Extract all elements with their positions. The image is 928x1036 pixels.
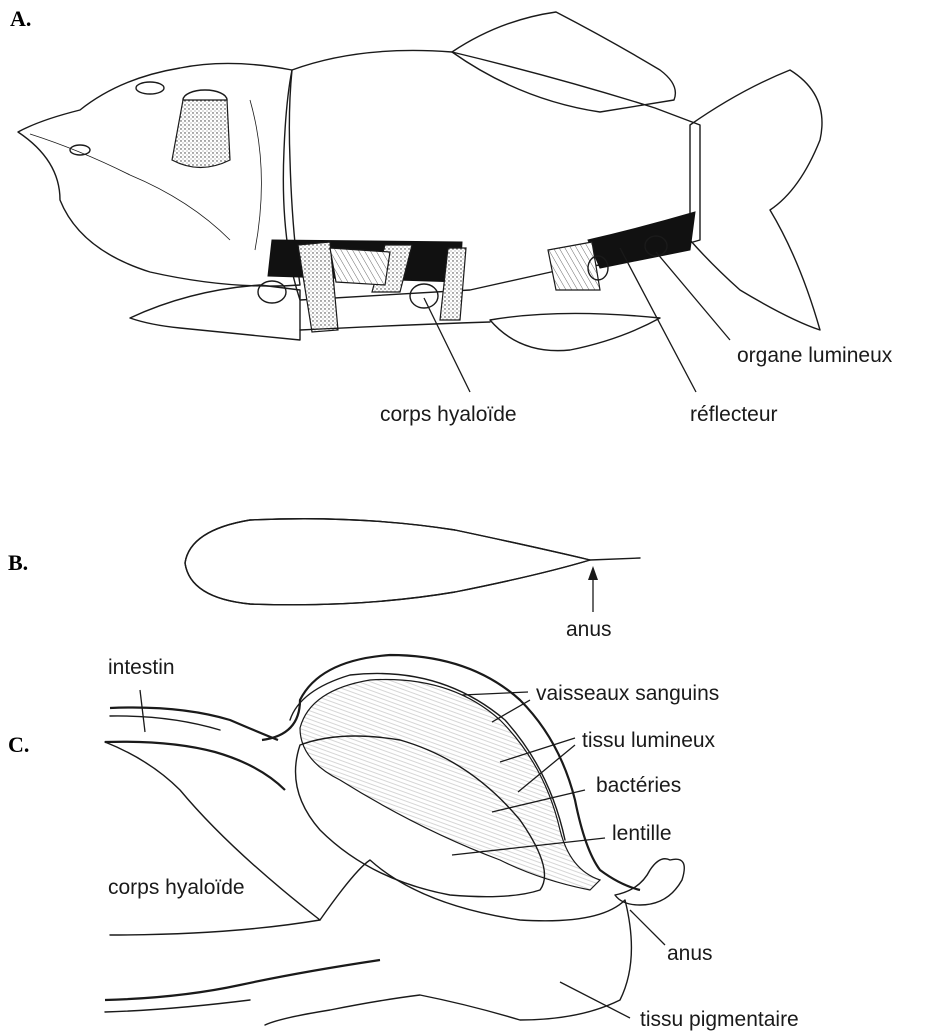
hyaloid-body-2 — [410, 284, 438, 308]
label-corps-hyaloide-c: corps hyaloïde — [108, 876, 245, 899]
panel-c: C. intestin vaisseaux sanguins tissu lum… — [8, 655, 799, 1031]
panel-b-letter: B. — [8, 550, 28, 575]
panel-c-letter: C. — [8, 732, 29, 757]
label-vaisseaux-sanguins: vaisseaux sanguins — [536, 682, 719, 705]
label-organe-lumineux: organe lumineux — [737, 344, 893, 367]
intestine-lower-wall — [105, 742, 285, 790]
leader-anus-c — [630, 910, 665, 945]
body-wall-lower — [105, 960, 380, 1000]
label-corps-hyaloide-a: corps hyaloïde — [380, 403, 517, 426]
ventral-view-unscaled — [440, 530, 588, 592]
pelvic-fin — [130, 285, 300, 340]
panel-a-letter: A. — [10, 6, 31, 31]
hatched-strip-2 — [548, 242, 600, 290]
eye-socket — [172, 100, 230, 168]
label-tissu-lumineux: tissu lumineux — [582, 729, 716, 752]
leader-organe-lumineux — [656, 252, 730, 340]
panel-b: B. anus — [8, 519, 640, 641]
tail-fin — [690, 70, 822, 330]
fish-head — [18, 63, 300, 286]
ventral-view-tail — [590, 558, 640, 560]
body-wall-lower-2 — [105, 1000, 250, 1012]
leader-intestin — [140, 690, 145, 732]
anal-fin — [490, 313, 660, 350]
intestine-inner-wall — [110, 716, 220, 730]
dorsal-fin — [452, 12, 675, 112]
dark-cavity-rear — [588, 212, 695, 268]
leader-vaisseaux-2 — [492, 700, 530, 722]
label-anus-b: anus — [566, 618, 612, 641]
hyaloid-body-1 — [258, 281, 286, 303]
gill-cover-line — [250, 100, 261, 250]
anal-papilla — [615, 859, 684, 905]
label-lentille: lentille — [612, 822, 672, 845]
nostril-small — [70, 145, 90, 155]
panel-a: A. — [10, 6, 893, 426]
label-intestin: intestin — [108, 656, 175, 679]
label-reflecteur: réflecteur — [690, 403, 778, 426]
leader-vaisseaux-1 — [462, 692, 528, 695]
hatched-strip-1 — [330, 248, 390, 285]
luminous-tissue — [300, 680, 600, 891]
anus-arrow-head-b — [588, 566, 598, 580]
label-tissu-pigmentaire: tissu pigmentaire — [640, 1008, 799, 1031]
label-anus-c: anus — [667, 942, 713, 965]
label-bacteries: bactéries — [596, 774, 681, 797]
leader-reflecteur — [620, 248, 696, 392]
nostril — [136, 82, 164, 94]
